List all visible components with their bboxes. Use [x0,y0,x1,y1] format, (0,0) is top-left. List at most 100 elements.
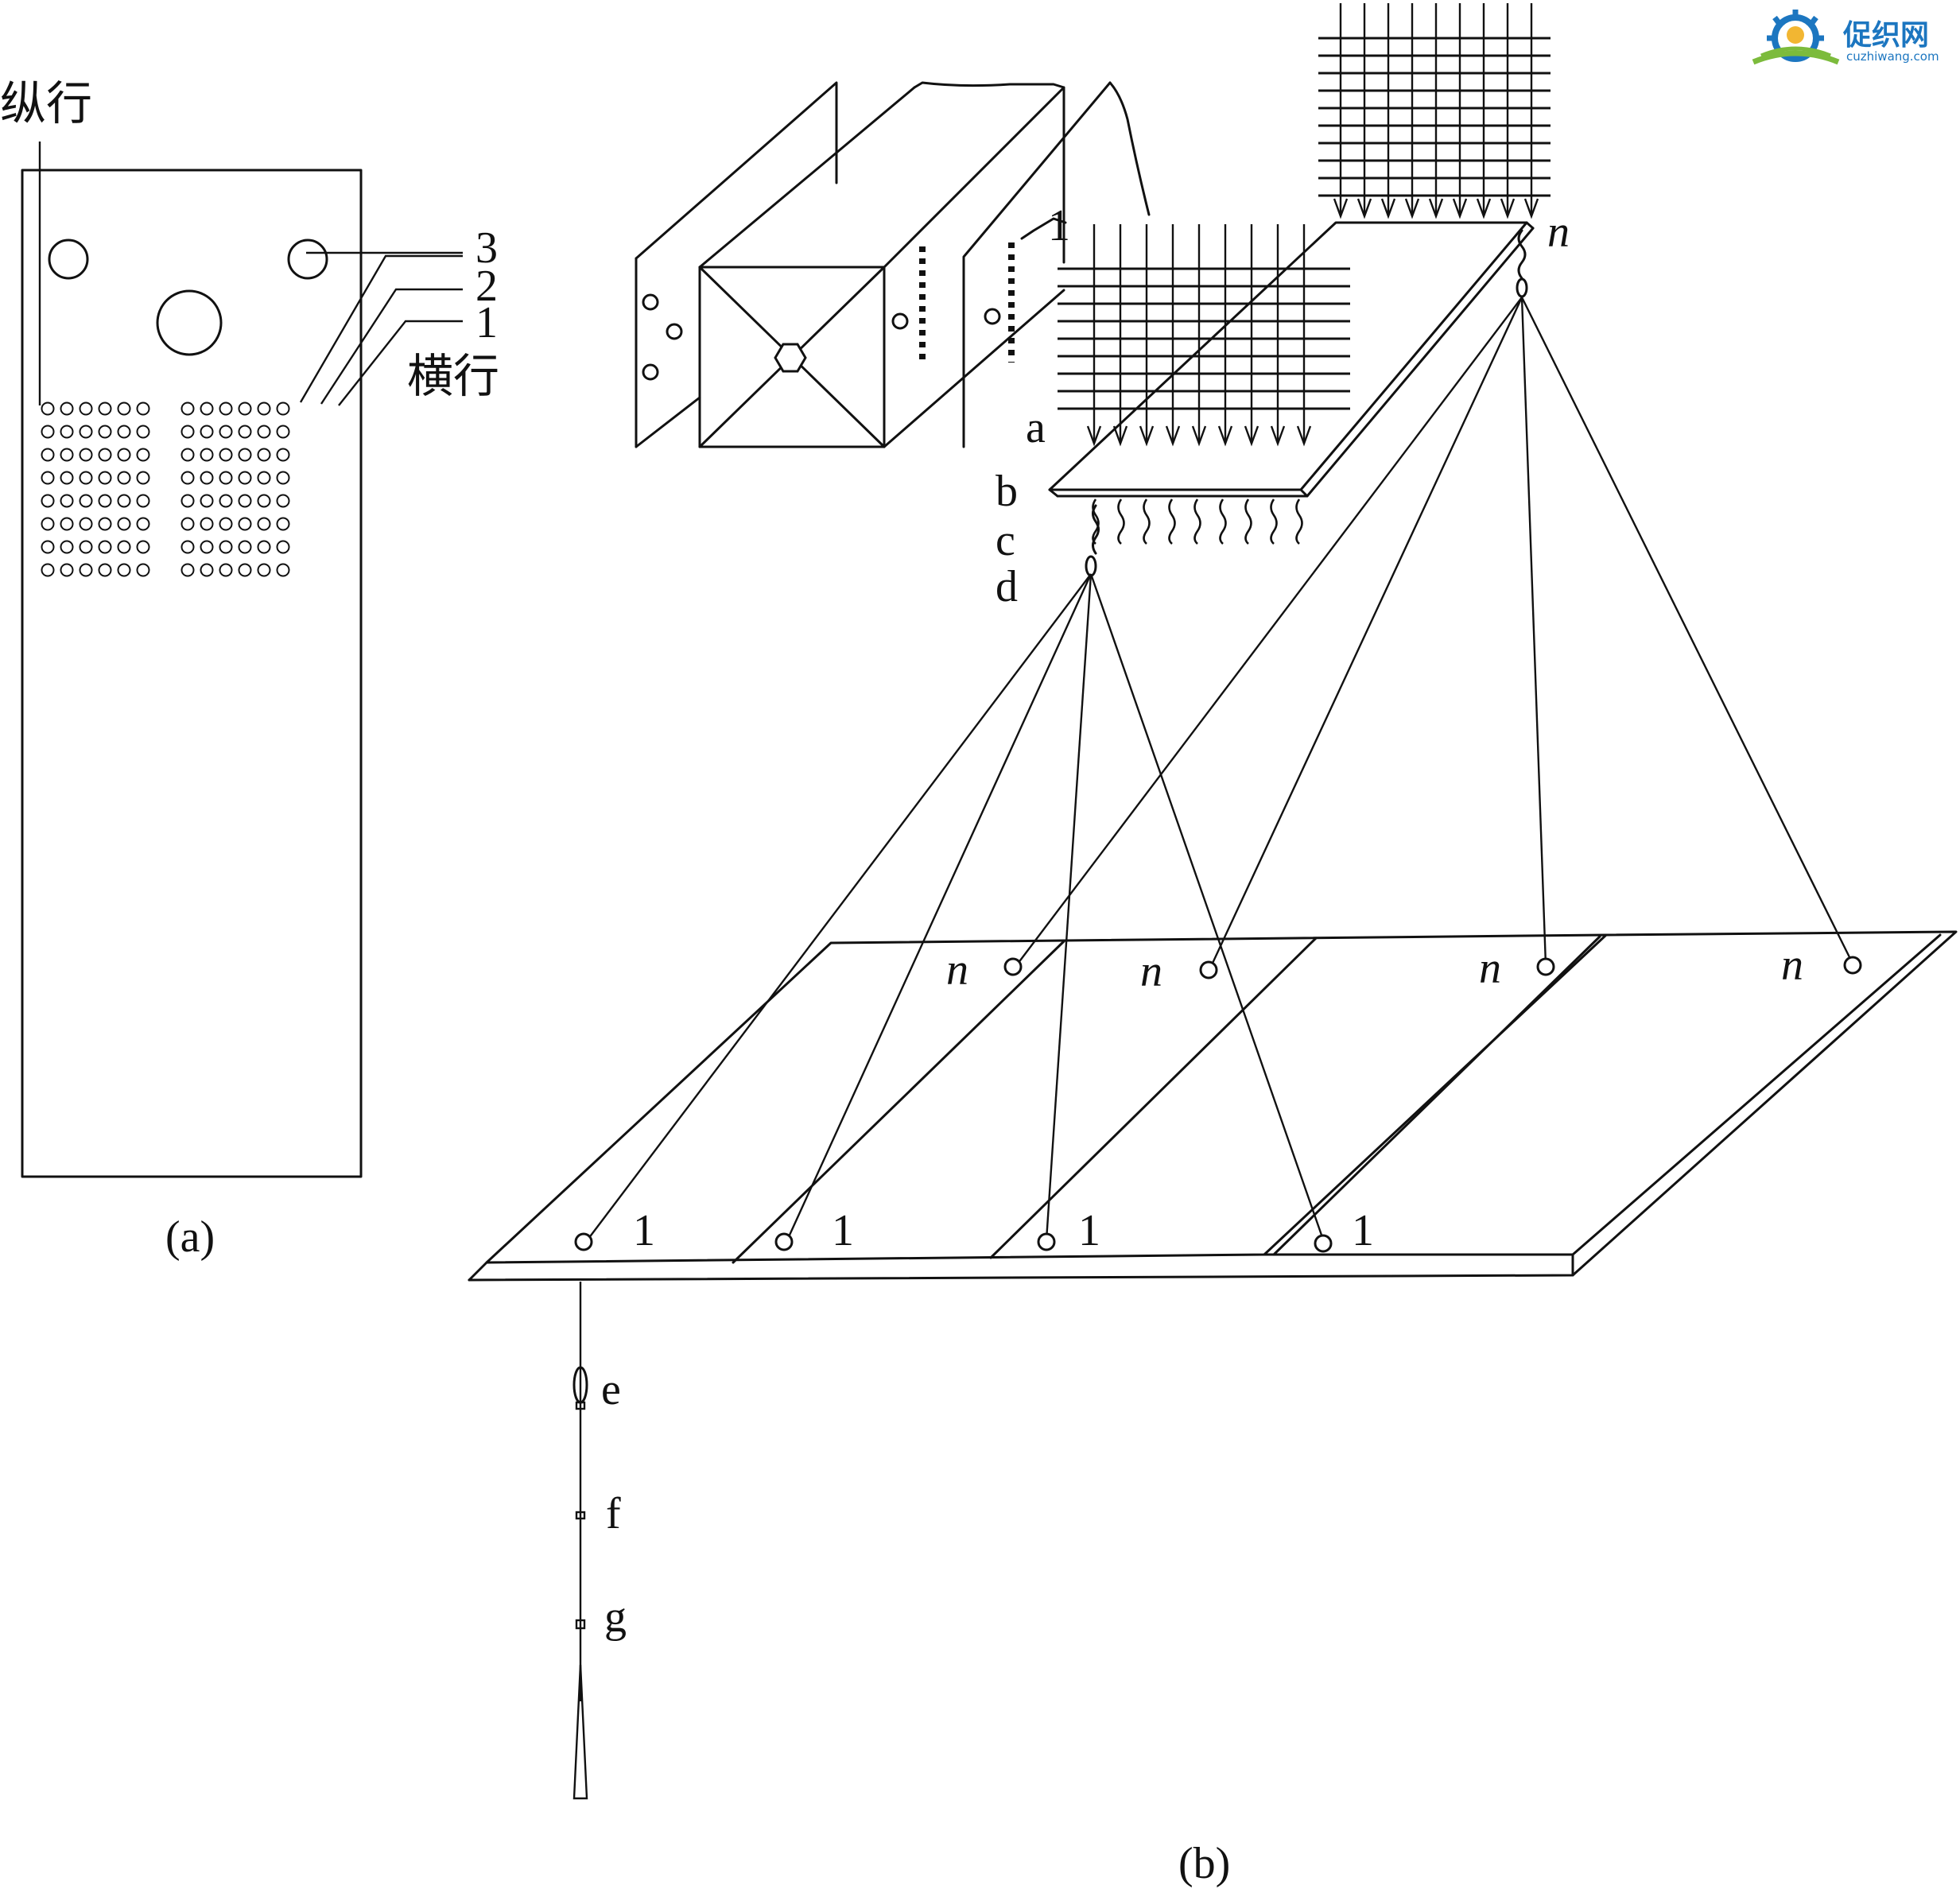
punched-hole [180,448,195,462]
punched-hole [238,448,252,462]
punched-hole [41,494,55,508]
needle-grid-front [1058,224,1350,447]
watermark-domain: cuzhiwang.com [1846,49,1939,64]
punched-hole [219,471,233,485]
punched-hole [200,425,214,439]
board-label-n-4: n [1781,941,1803,990]
punched-hole [98,448,112,462]
card-marker-1: 1 [1048,201,1070,250]
punched-hole [276,494,290,508]
punched-hole [136,471,150,485]
punched-hole [180,563,195,577]
punched-hole [180,425,195,439]
punched-hole [41,448,55,462]
punched-hole [79,517,93,531]
comber-board [468,930,1958,1282]
punched-hole [60,563,74,577]
punched-hole [98,471,112,485]
panel-a: 纵行 横行 3 2 1 (a) [0,76,499,1262]
punched-hole [79,401,93,416]
punched-hole [200,563,214,577]
punched-hole [41,563,55,577]
board-label-1-1: 1 [633,1206,655,1255]
punched-hole [98,401,112,416]
harness-cords [588,297,1854,1243]
punched-hole [41,517,55,531]
punched-hole [180,471,195,485]
punched-hole [257,425,271,439]
pattern-card [21,169,363,1178]
punched-hole [79,563,93,577]
letter-b: b [996,467,1018,516]
hook-n [1517,229,1527,280]
punched-hole [117,401,131,416]
punched-hole [219,563,233,577]
punched-hole [276,517,290,531]
punched-hole [200,471,214,485]
board-label-1-3: 1 [1078,1206,1100,1255]
punched-hole [98,563,112,577]
leader-1 [338,320,463,406]
center-hole [156,289,223,356]
punched-hole [180,517,195,531]
peg-hole-left [48,239,89,280]
row-number-3: 3 [475,223,498,273]
punched-hole [79,448,93,462]
punched-hole [41,471,55,485]
punched-hole [79,471,93,485]
board-holes [574,956,1862,1253]
punched-hole [219,425,233,439]
punched-hole [60,425,74,439]
punched-hole [219,494,233,508]
punched-hole [257,563,271,577]
punched-hole [238,471,252,485]
caption-b: (b) [1178,1839,1230,1888]
punched-hole [257,471,271,485]
hook [1244,498,1252,545]
punched-hole [60,517,74,531]
punched-hole [79,425,93,439]
punched-hole [41,540,55,554]
punched-hole [60,494,74,508]
punched-hole [276,563,290,577]
letter-d: d [996,562,1018,611]
punched-hole [238,425,252,439]
punched-hole [257,540,271,554]
punched-hole [276,540,290,554]
punched-hole [200,494,214,508]
board-label-1-2: 1 [832,1206,854,1255]
letter-a: a [1026,403,1046,452]
punched-hole [60,540,74,554]
letter-c: c [996,516,1015,565]
hook-row [1092,498,1303,545]
punched-hole [276,448,290,462]
punched-hole [238,517,252,531]
punched-hole [98,425,112,439]
punched-hole [41,401,55,416]
punched-hole [117,563,131,577]
leader-2 [320,288,463,405]
punched-hole [238,563,252,577]
hook [1270,498,1278,545]
hook-n-eye [1516,277,1528,298]
leader-3 [299,254,463,403]
caption-a: (a) [165,1212,215,1262]
punched-hole [117,448,131,462]
punched-hole [219,540,233,554]
punched-hole [41,425,55,439]
hook [1219,498,1227,545]
punched-hole [200,540,214,554]
board-label-n-2: n [1140,947,1162,996]
punched-hole [136,540,150,554]
punched-hole [117,494,131,508]
hook-d-eye [1085,555,1097,577]
punched-hole [117,471,131,485]
row-number-1: 1 [475,298,498,347]
punched-hole [136,401,150,416]
needle-grid-back [1318,3,1551,219]
punched-hole [117,425,131,439]
griffe-plate [1048,221,1535,498]
punched-hole [200,517,214,531]
